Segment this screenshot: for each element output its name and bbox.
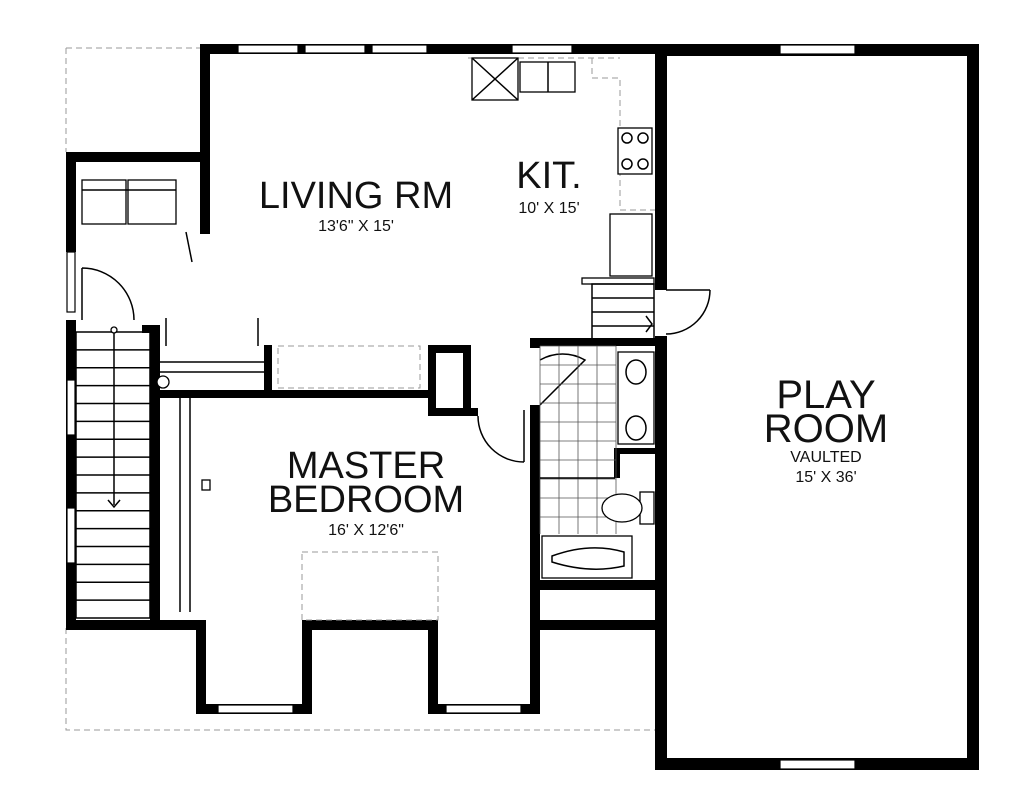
room-labels: LIVING RM 13'6" X 15' KIT. 10' X 15' MAS… — [259, 155, 888, 539]
refrigerator — [609, 213, 653, 277]
stair-start-dot — [110, 326, 118, 334]
door-swing — [81, 267, 135, 321]
vanity-sink — [625, 359, 647, 385]
stair-down-arrow-icon — [107, 499, 121, 509]
living-room-size: 13'6" X 15' — [318, 218, 394, 235]
doors — [81, 267, 711, 463]
toilet — [601, 493, 643, 523]
window — [445, 704, 522, 714]
windows — [66, 44, 856, 770]
vanity-sink — [625, 415, 647, 441]
door-swing — [665, 289, 711, 335]
range — [617, 127, 653, 175]
window — [66, 507, 76, 564]
living-room-name: LIVING RM — [259, 175, 453, 217]
master-bedroom-name-line1: MASTER — [287, 445, 445, 487]
bath-tile-floor — [539, 345, 617, 534]
door-swing — [539, 353, 587, 406]
washer — [81, 179, 127, 225]
window — [779, 759, 856, 770]
walls — [66, 44, 979, 770]
window — [371, 44, 428, 54]
bathroom-fixtures — [539, 345, 655, 579]
dryer — [127, 179, 177, 225]
bathtub — [541, 535, 633, 579]
window — [511, 44, 573, 54]
window — [304, 44, 366, 54]
main-stair — [75, 326, 151, 619]
counter — [581, 277, 655, 285]
kitchen-stair — [591, 283, 655, 341]
door-swing — [477, 410, 525, 463]
laundry-appliances — [81, 179, 193, 263]
kitchen-size: 10' X 15' — [518, 200, 579, 217]
stair-direction-arrow-icon — [645, 315, 653, 333]
closet-rod-mark — [201, 479, 211, 491]
vanity — [617, 351, 655, 445]
play-room-name-line1: PLAY — [776, 373, 875, 417]
window — [217, 704, 294, 714]
play-room-size: 15' X 36' — [795, 469, 856, 486]
master-closet — [301, 551, 439, 621]
window — [66, 251, 76, 313]
closets — [160, 345, 439, 621]
master-bedroom-size: 16' X 12'6" — [328, 522, 404, 539]
newel-post — [156, 375, 170, 389]
window — [66, 379, 76, 436]
play-room-note: VAULTED — [790, 449, 861, 466]
window — [779, 44, 856, 55]
kitchen-name: KIT. — [516, 155, 581, 197]
living-closet — [277, 345, 421, 389]
master-bedroom-name-line2: BEDROOM — [268, 479, 464, 521]
play-room-name-line2: ROOM — [764, 407, 888, 451]
window — [237, 44, 299, 54]
